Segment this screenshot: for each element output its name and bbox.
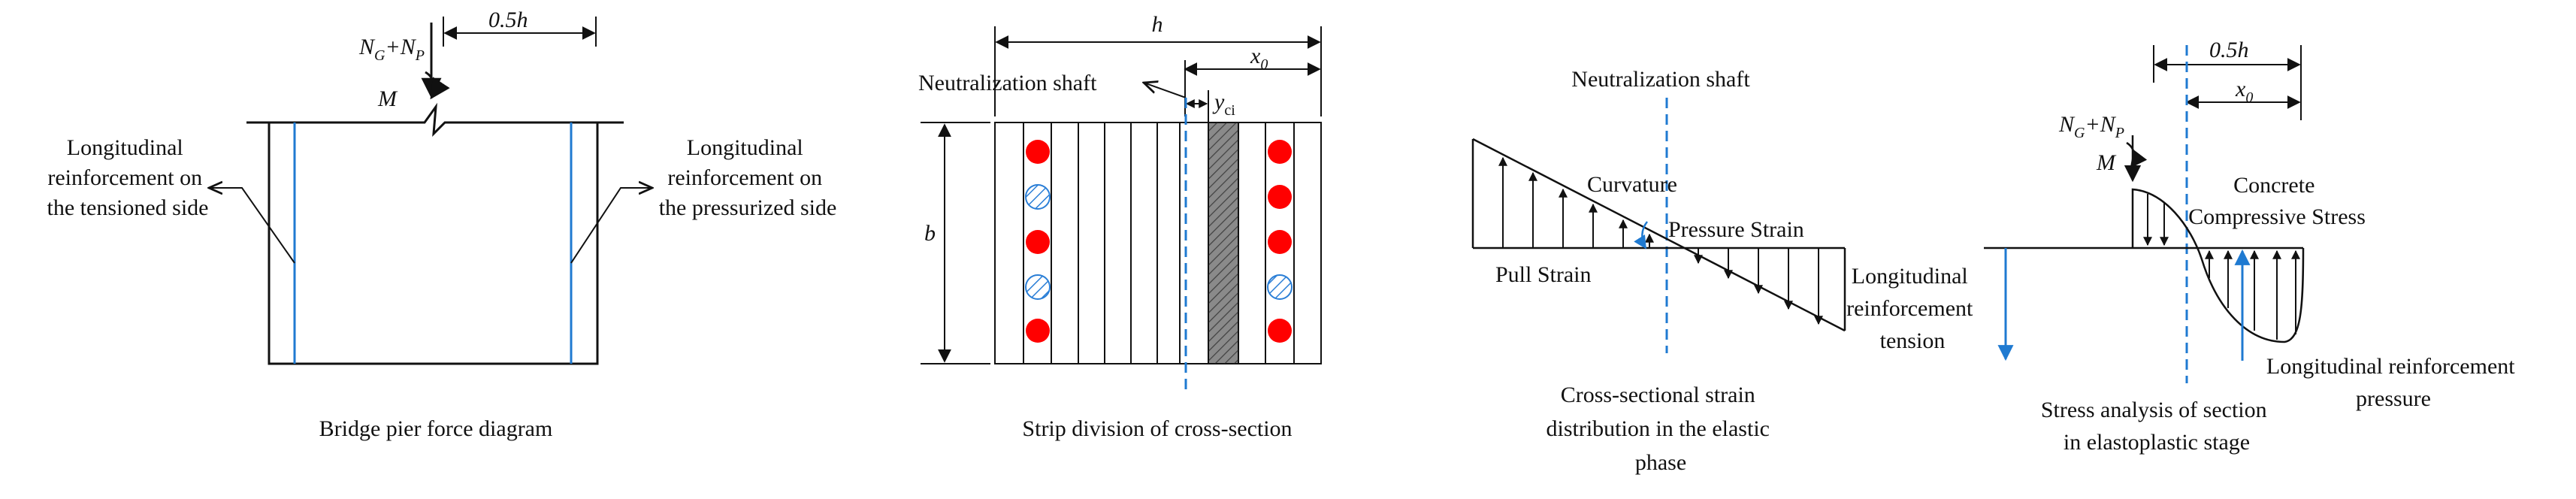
leader-pressure-side [570, 188, 652, 264]
stress-arrows-top [2143, 194, 2169, 246]
caption-bridge-pier: Bridge pier force diagram [319, 416, 553, 441]
panel-stress-analysis: 0.5h x0 NG+NP M [1846, 38, 2520, 455]
rebar-red [1026, 140, 1050, 164]
rebar-red [1268, 140, 1292, 164]
pier-body [268, 122, 599, 365]
panel-strain-distribution: Neutralization shaft Curvature [1471, 67, 1846, 475]
panel-bridge-pier: NG+NP M 0.5h Longitudinal reinforcement … [47, 8, 837, 441]
strain-distribution-line [1472, 138, 1846, 332]
pier-top-line [246, 102, 624, 137]
rebar-hatched [1267, 274, 1293, 300]
pressure-strain-arrows [1694, 248, 1823, 325]
moment-label-4: M [2096, 150, 2117, 175]
pressure-strain-label: Pressure Strain [1668, 217, 1804, 242]
curvature-arrow [1634, 221, 1649, 250]
rebar-red [1268, 230, 1292, 254]
rebar-pressure-label: Longitudinal reinforcement pressure [2266, 354, 2520, 411]
neutral-shaft-label-3: Neutralization shaft [1571, 67, 1750, 92]
dim-x0-label: x0 [1250, 44, 1268, 73]
rebar-red [1268, 319, 1292, 343]
dim-half-label: 0.5h [488, 8, 528, 32]
concrete-stress-label: Concrete Compressive Stress [2188, 173, 2366, 229]
moment-arrow-4 [2126, 141, 2148, 168]
rebar-tension-label: Longitudinal reinforcement tension [1846, 264, 1979, 353]
neutral-shaft-leader [1144, 83, 1187, 98]
dim-half-label-4: 0.5h [2209, 38, 2249, 62]
rebar-red [1026, 230, 1050, 254]
label-tension-side: Longitudinal reinforcement on the tensio… [47, 135, 209, 220]
stress-curve [2131, 188, 2305, 343]
caption-stress-analysis: Stress analysis of section in elastoplas… [2041, 398, 2272, 455]
dim-y-label: yci [1212, 89, 1235, 119]
load-label-4: NG+NP [2058, 112, 2124, 141]
strip-highlighted-hatch [1208, 122, 1238, 364]
load-label: NG+NP [358, 35, 425, 64]
rebar-hatched [1025, 184, 1051, 210]
rebars-left [1025, 140, 1051, 343]
moment-arrow [425, 71, 450, 100]
leader-tension-side [209, 188, 295, 264]
panel-strip-division: h x0 yci b Neutralization shaft [918, 12, 1322, 441]
caption-strip-division: Strip division of cross-section [1022, 416, 1292, 441]
strip-dividers [1023, 122, 1295, 364]
caption-strain-distribution: Cross-sectional strain distribution in t… [1547, 383, 1776, 475]
curvature-label: Curvature [1587, 172, 1677, 197]
pull-strain-arrows [1498, 156, 1654, 248]
rebar-hatched [1025, 274, 1051, 300]
rebar-red [1268, 185, 1292, 209]
pull-strain-label: Pull Strain [1495, 262, 1592, 287]
dim-x0-label-4: x0 [2235, 77, 2253, 106]
rebars-right [1267, 140, 1293, 343]
dim-h-label: h [1152, 12, 1163, 37]
moment-label: M [377, 86, 398, 111]
compressive-stress-arrows [2205, 250, 2300, 340]
rebar-red [1026, 319, 1050, 343]
neutral-shaft-label: Neutralization shaft [918, 71, 1097, 95]
label-pressure-side: Longitudinal reinforcement on the pressu… [659, 135, 837, 220]
dim-b-label: b [924, 221, 936, 246]
